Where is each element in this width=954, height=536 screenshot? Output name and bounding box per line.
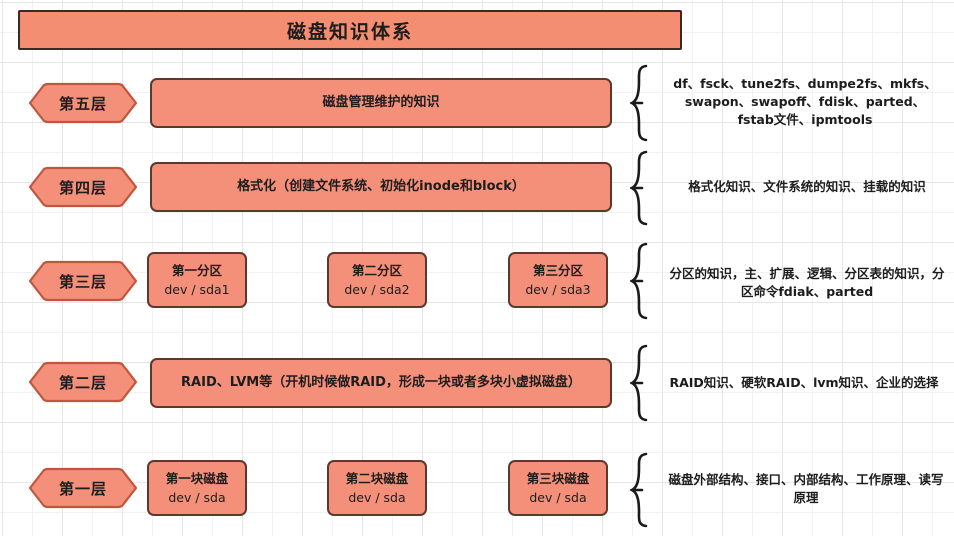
page-title: 磁盘知识体系 — [286, 20, 413, 43]
hexagon-shape-icon — [28, 82, 138, 124]
layer-box-text-1-3: 第三块磁盘 — [526, 471, 590, 487]
layer-box-5-1: 磁盘管理维护的知识 — [150, 78, 612, 128]
layer-box-3-2: 第二分区 dev / sda2 — [327, 252, 427, 308]
layer-note-3: 分区的知识，主、扩展、逻辑、分区表的知识，分区命令fdiak、parted — [669, 265, 945, 299]
layer-box-sub-3-1: dev / sda1 — [164, 281, 230, 297]
layer-note-5: df、fsck、tune2fs、dumpe2fs、mkfs、swapon、swa… — [673, 75, 937, 128]
layer-box-sub-1-1: dev / sda — [168, 489, 226, 505]
layer-box-sub-3-3: dev / sda3 — [525, 281, 591, 297]
layer-label-text-1: 第一层 — [58, 479, 107, 498]
layer-label-text-3: 第三层 — [58, 272, 107, 291]
layer-box-sub-1-2: dev / sda — [348, 489, 406, 505]
layer-box-sub-3-2: dev / sda2 — [344, 281, 410, 297]
layer-box-text-3-2: 第二分区 — [351, 263, 402, 279]
layer-box-sub-1-3: dev / sda — [529, 489, 587, 505]
brace-3 — [630, 242, 658, 320]
brace-5 — [630, 64, 658, 142]
layer-box-1-3: 第三块磁盘 dev / sda — [508, 460, 608, 516]
layer-label-text-5: 第五层 — [58, 94, 107, 113]
layer-box-text-3-3: 第三分区 — [532, 263, 583, 279]
layer-box-text-1-1: 第一块磁盘 — [165, 471, 229, 487]
layer-box-4-1: 格式化（创建文件系统、初始化inode和block） — [150, 162, 612, 212]
layer-box-text-1-2: 第二块磁盘 — [345, 471, 409, 487]
layer-label-4: 第四层 — [28, 166, 138, 208]
brace-4 — [630, 150, 658, 226]
hexagon-shape-icon — [28, 166, 138, 208]
layer-box-1-2: 第二块磁盘 dev / sda — [327, 460, 427, 516]
diagram-title-banner: 磁盘知识体系 — [18, 10, 682, 50]
layer-box-text-3-1: 第一分区 — [171, 263, 222, 279]
hexagon-shape-icon — [28, 260, 138, 302]
layer-label-3: 第三层 — [28, 260, 138, 302]
layer-note-4: 格式化知识、文件系统的知识、挂载的知识 — [688, 178, 926, 194]
layer-box-1-1: 第一块磁盘 dev / sda — [147, 460, 247, 516]
layer-box-3-3: 第三分区 dev / sda3 — [508, 252, 608, 308]
layer-box-2-1: RAID、LVM等（开机时候做RAID，形成一块或者多块小虚拟磁盘） — [150, 358, 612, 408]
layer-box-text-4-1: 格式化（创建文件系统、初始化inode和block） — [237, 179, 525, 195]
layer-label-text-4: 第四层 — [58, 178, 107, 197]
layer-label-5: 第五层 — [28, 82, 138, 124]
layer-note-2: RAID知识、硬软RAID、lvm知识、企业的选择 — [669, 374, 939, 390]
layer-label-text-2: 第二层 — [58, 373, 107, 392]
layer-note-1: 磁盘外部结构、接口、内部结构、工作原理、读写原理 — [668, 471, 944, 505]
layer-box-text-2-1: RAID、LVM等（开机时候做RAID，形成一块或者多块小虚拟磁盘） — [181, 375, 581, 391]
hexagon-shape-icon — [28, 467, 138, 509]
brace-1 — [630, 452, 658, 528]
hexagon-shape-icon — [28, 361, 138, 403]
layer-box-text-5-1: 磁盘管理维护的知识 — [322, 95, 440, 111]
brace-2 — [630, 344, 658, 422]
layer-label-1: 第一层 — [28, 467, 138, 509]
layer-label-2: 第二层 — [28, 361, 138, 403]
layer-box-3-1: 第一分区 dev / sda1 — [147, 252, 247, 308]
